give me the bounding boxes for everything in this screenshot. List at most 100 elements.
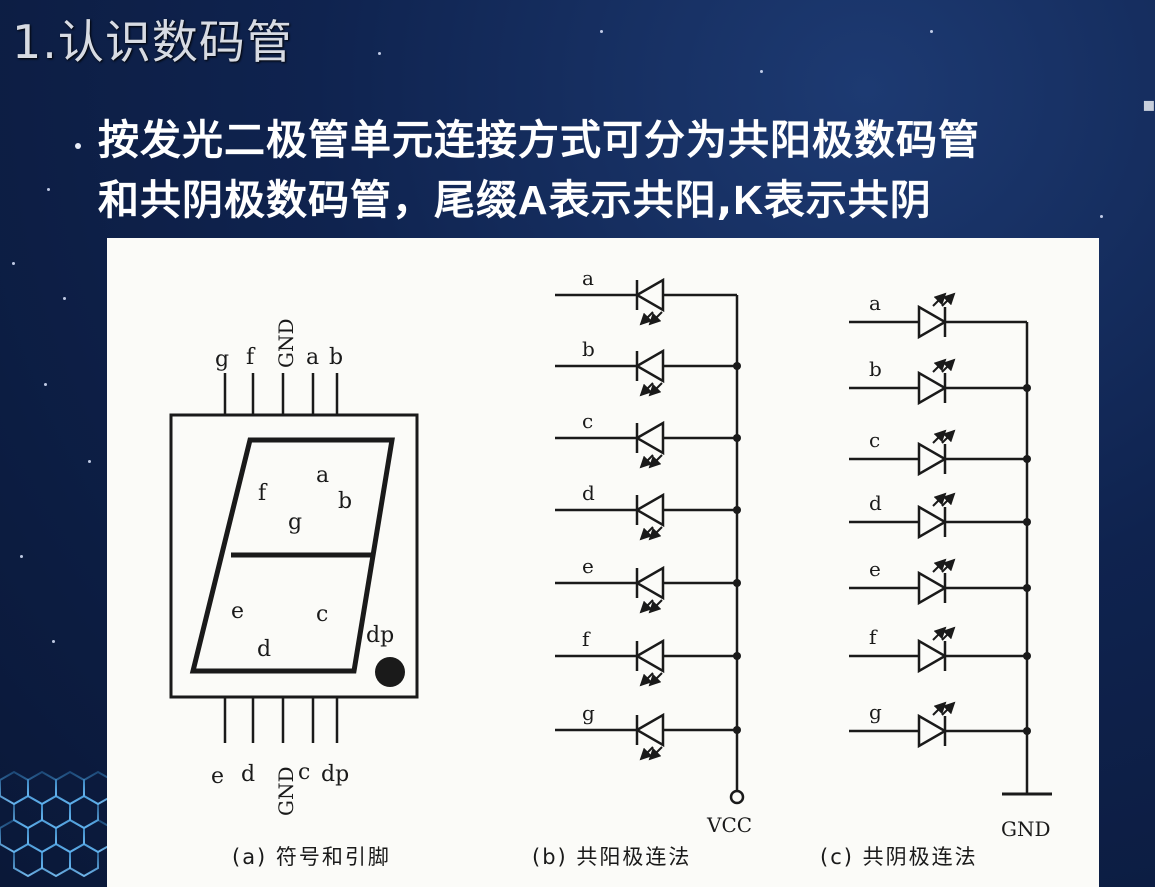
hex-grid-decor — [0, 770, 107, 878]
light-arrow — [941, 429, 956, 444]
junction-dot — [1023, 652, 1031, 660]
light-arrow — [941, 358, 956, 373]
input-label: e — [869, 557, 881, 581]
led-diode — [634, 638, 665, 674]
top-pin-label: GND — [274, 318, 298, 368]
body-text-span: 表示共阴 — [763, 176, 932, 224]
light-arrow — [941, 701, 956, 716]
input-label: d — [869, 491, 882, 515]
display-body — [169, 413, 419, 699]
junction-dot — [1023, 384, 1031, 392]
input-label: g — [869, 700, 882, 724]
body-text-line-1: 按发光二极管单元连接方式可分为共阳极数码管 — [98, 116, 980, 164]
led-diode — [917, 304, 948, 340]
led-diode — [634, 420, 665, 456]
top-pin-label: g — [215, 347, 229, 372]
led-diode — [634, 492, 665, 528]
led-diode — [917, 570, 948, 606]
top-pin-label: b — [329, 345, 343, 370]
bullet-dot — [75, 143, 81, 149]
star-decor — [47, 188, 50, 191]
junction-dot — [733, 726, 741, 734]
junction-dot — [733, 579, 741, 587]
bottom-pin-label: dp — [321, 762, 349, 787]
led-diode — [634, 348, 665, 384]
figure-c-common-cathode: a b c d e f g — [849, 291, 1052, 796]
junction-dot — [1023, 455, 1031, 463]
suffix-k: K — [733, 177, 764, 223]
body-text-span: 和共阴极数码管，尾缀 — [98, 176, 518, 224]
segment-label-e: e — [231, 599, 244, 624]
star-decor — [600, 30, 603, 33]
segment-label-dp: dp — [366, 623, 394, 648]
star-decor — [378, 52, 381, 55]
led-diode — [917, 441, 948, 477]
light-arrow — [648, 672, 663, 687]
light-arrow — [648, 746, 663, 761]
light-arrow — [941, 292, 956, 307]
star-decor — [1100, 215, 1103, 218]
star-decor — [44, 383, 47, 386]
edge-artifact: ▪ — [1142, 92, 1155, 116]
segment-outline — [189, 437, 395, 674]
segment-label-d: d — [257, 637, 271, 662]
junction-dot — [1023, 518, 1031, 526]
bottom-pin-label: GND — [274, 766, 298, 816]
input-label: c — [869, 428, 880, 452]
light-arrow — [941, 626, 956, 641]
star-decor — [760, 70, 763, 73]
input-label: f — [869, 625, 878, 649]
caption-b: (b) 共阳极连法 — [532, 845, 691, 869]
caption-a: (a) 符号和引脚 — [232, 845, 391, 869]
led-diode — [917, 370, 948, 406]
body-text-span: 表示共阳, — [548, 176, 734, 224]
junction-dot — [1023, 727, 1031, 735]
figure-a-symbol — [169, 373, 419, 743]
suffix-a: A — [518, 177, 549, 223]
dp-dot — [375, 657, 405, 687]
input-label: b — [582, 337, 595, 361]
junction-dot — [733, 434, 741, 442]
junction-dot — [1023, 584, 1031, 592]
light-arrow — [941, 492, 956, 507]
body-text-line-2: 和共阴极数码管，尾缀A表示共阳,K表示共阴 — [98, 166, 932, 226]
junction-dot — [733, 362, 741, 370]
bottom-pin-label: c — [298, 760, 310, 785]
seven-segment-diagram: g f GND a b e d GND c dp f a b g e c d d… — [169, 266, 1052, 869]
vcc-label: VCC — [706, 813, 752, 837]
input-label: g — [582, 701, 595, 725]
light-arrow — [648, 382, 663, 397]
segment-label-f: f — [258, 481, 268, 506]
star-decor — [88, 460, 91, 463]
segment-label-a: a — [316, 463, 329, 488]
top-pin-label: f — [246, 345, 256, 370]
input-label: b — [869, 357, 882, 381]
bottom-pin-label: e — [211, 764, 224, 789]
input-label: a — [869, 291, 881, 315]
input-label: f — [582, 627, 591, 651]
light-arrow — [941, 558, 956, 573]
segment-label-g: g — [288, 510, 302, 535]
caption-c: (c) 共阴极连法 — [820, 845, 978, 869]
input-label: c — [582, 409, 593, 433]
led-diode — [917, 504, 948, 540]
light-arrow — [648, 311, 663, 326]
segment-label-c: c — [316, 602, 328, 627]
star-decor — [63, 297, 66, 300]
junction-dot — [733, 506, 741, 514]
vcc-terminal — [729, 789, 745, 805]
junction-dot — [733, 652, 741, 660]
star-decor — [52, 640, 55, 643]
bottom-pin-label: d — [241, 762, 255, 787]
led-diode — [917, 713, 948, 749]
light-arrow — [648, 599, 663, 614]
led-diode — [634, 277, 665, 313]
segment-label-b: b — [338, 489, 352, 514]
gnd-label: GND — [1001, 817, 1051, 841]
input-label: d — [582, 481, 595, 505]
light-arrow — [648, 526, 663, 541]
star-decor — [12, 262, 15, 265]
figure-panel: g f GND a b e d GND c dp f a b g e c d d… — [107, 238, 1099, 887]
led-diode — [634, 712, 665, 748]
